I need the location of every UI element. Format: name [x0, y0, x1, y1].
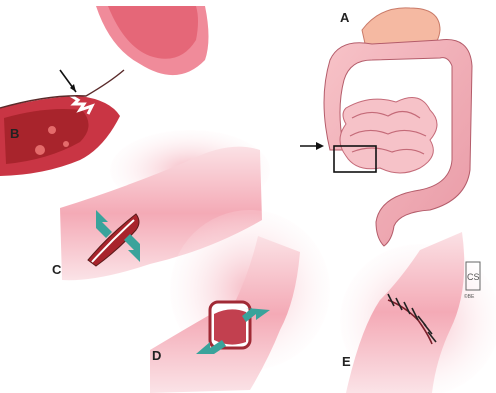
- panel-b-cell: [63, 141, 69, 147]
- panel-b-label: B: [10, 126, 19, 141]
- panel-e: E: [340, 232, 496, 393]
- panel-c-label: C: [52, 262, 62, 277]
- panel-b-cell: [48, 126, 56, 134]
- panel-e-label: E: [342, 354, 351, 369]
- panel-a-small-bowel: [340, 98, 437, 174]
- panel-a-pointer-arrowhead: [316, 142, 324, 150]
- panel-d-label: D: [152, 348, 161, 363]
- panel-b-cell: [35, 145, 45, 155]
- panel-a: A: [300, 8, 472, 246]
- cs-logo-letters: CS: [467, 272, 480, 282]
- panel-a-label: A: [340, 10, 350, 25]
- cs-logo-caption: ©BE: [464, 293, 475, 300]
- panel-d-defect-lumen: [214, 309, 246, 344]
